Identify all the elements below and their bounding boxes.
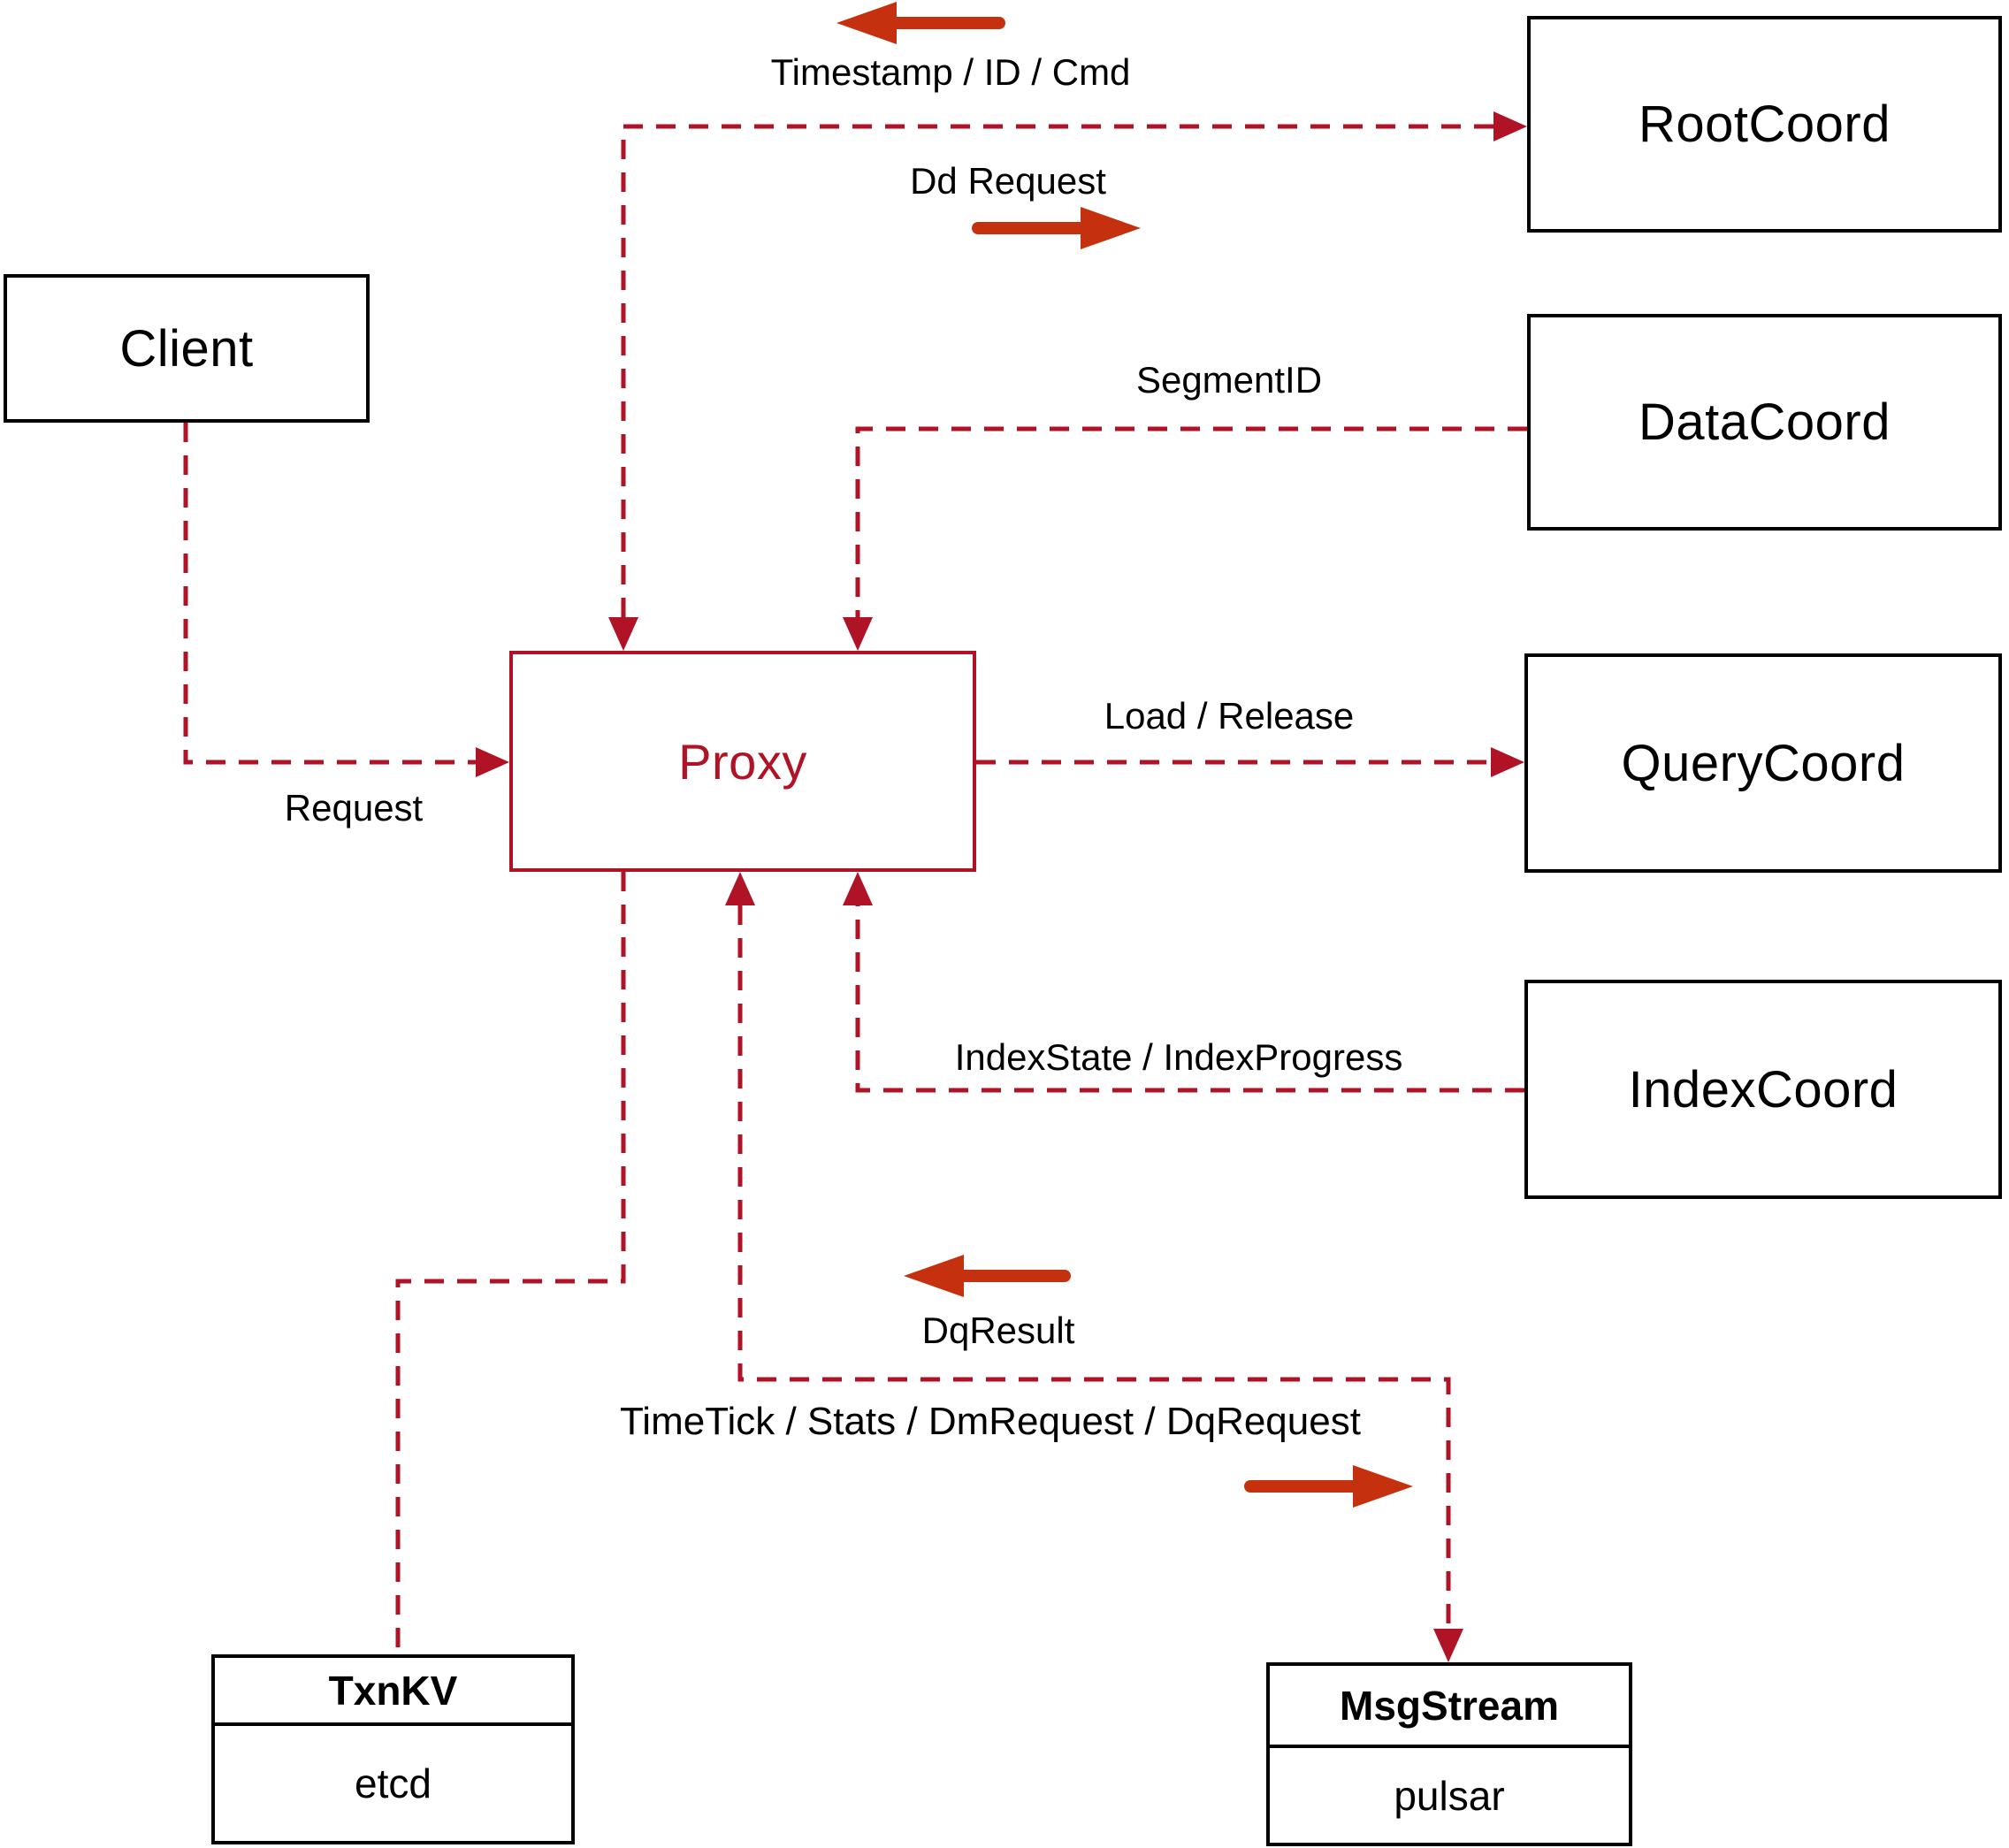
- node-msgstream: MsgStream pulsar: [1266, 1662, 1632, 1846]
- node-msgstream-title: MsgStream: [1270, 1666, 1629, 1748]
- edge-label-dd-request: Dd Request: [910, 160, 1106, 202]
- edge-label-timetick-stats: TimeTick / Stats / DmRequest / DqRequest: [620, 1400, 1361, 1443]
- node-txnkv: TxnKV etcd: [211, 1654, 575, 1844]
- edge-proxy-rootcoord: [621, 124, 1493, 617]
- arrowhead-into-msgstream-icon: [1433, 1629, 1463, 1662]
- edge-label-segment-id: SegmentID: [1135, 359, 1323, 401]
- arrowhead-into-proxy-bottom-left-icon: [725, 872, 755, 905]
- node-datacoord: DataCoord: [1527, 314, 2002, 531]
- node-txnkv-title: TxnKV: [215, 1658, 571, 1726]
- edge-proxy-msgstream: [737, 905, 1451, 1629]
- node-client: Client: [4, 274, 370, 423]
- node-proxy: Proxy: [509, 651, 976, 872]
- edge-client-proxy: [183, 423, 476, 765]
- arrow-right-timetick-icon: [1244, 1465, 1413, 1508]
- arrowhead-into-proxy-top-left-icon: [608, 617, 638, 651]
- arrowhead-into-rootcoord-icon: [1493, 111, 1527, 141]
- node-rootcoord-label: RootCoord: [1639, 95, 1891, 153]
- arrow-right-dd-request-icon: [972, 207, 1141, 249]
- arrow-left-dq-result-icon: [904, 1255, 1071, 1297]
- arrowhead-into-proxy-left-icon: [476, 747, 509, 777]
- node-client-label: Client: [119, 319, 254, 378]
- arrowhead-into-proxy-bottom-right-icon: [843, 872, 873, 905]
- edge-label-request: Request: [284, 787, 424, 829]
- node-querycoord: QueryCoord: [1524, 653, 2002, 873]
- arrowhead-into-proxy-top-right-icon: [843, 617, 873, 651]
- node-msgstream-impl: pulsar: [1394, 1772, 1505, 1819]
- edge-proxy-txnkv: [395, 872, 626, 1654]
- edge-label-timestamp-id-cmd: Timestamp / ID / Cmd: [770, 51, 1131, 93]
- arrowhead-into-querycoord-icon: [1491, 747, 1524, 777]
- node-indexcoord: IndexCoord: [1524, 980, 2002, 1199]
- node-datacoord-label: DataCoord: [1639, 393, 1891, 451]
- node-proxy-label: Proxy: [678, 733, 807, 790]
- edge-label-dq-result: DqResult: [921, 1310, 1075, 1351]
- arrow-left-timestamp-icon: [836, 2, 1005, 44]
- node-rootcoord: RootCoord: [1527, 16, 2002, 233]
- node-indexcoord-label: IndexCoord: [1628, 1060, 1898, 1119]
- edge-label-load-release: Load / Release: [1104, 695, 1355, 737]
- node-querycoord-label: QueryCoord: [1621, 734, 1906, 792]
- edge-label-index-state-progress: IndexState / IndexProgress: [954, 1036, 1403, 1078]
- edge-indexcoord-proxy: [855, 905, 1524, 1093]
- edge-datacoord-proxy: [855, 426, 1527, 617]
- node-txnkv-impl: etcd: [355, 1760, 432, 1806]
